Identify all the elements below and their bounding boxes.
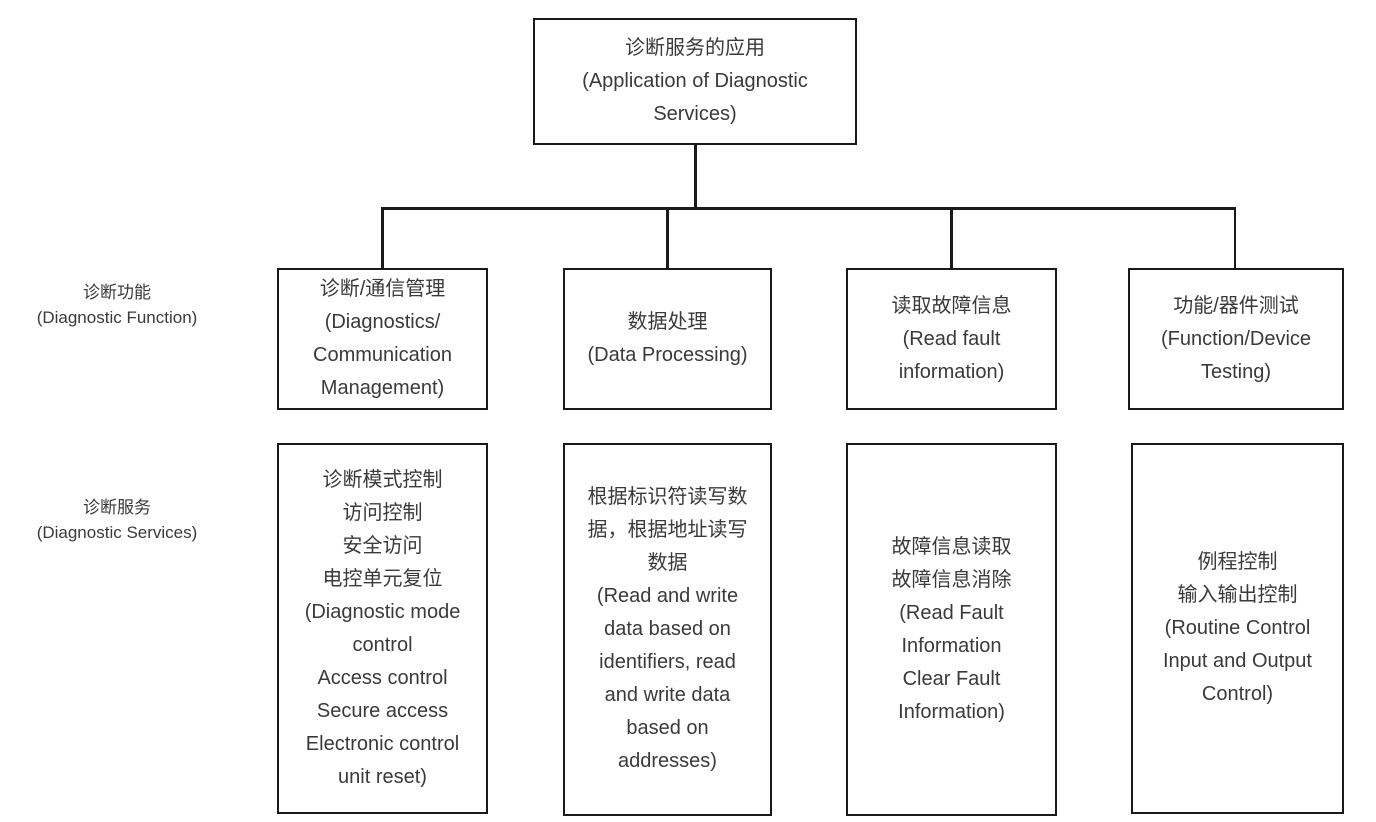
function-node-data-processing: 数据处理 (Data Processing) — [563, 268, 772, 410]
connector-drop-line-3 — [950, 207, 953, 268]
root-node-application-of-diagnostic-services: 诊断服务的应用 (Application of Diagnostic Servi… — [533, 18, 857, 145]
row-label-diagnostic-services: 诊断服务 (Diagnostic Services) — [36, 498, 198, 542]
function-node-read-fault-information: 读取故障信息 (Read fault information) — [846, 268, 1057, 410]
connector-drop-line-1 — [381, 207, 384, 268]
connector-drop-line-4 — [1233, 207, 1236, 268]
row-label-diagnostic-function: 诊断功能 (Diagnostic Function) — [36, 283, 198, 327]
service-node-read-clear-fault-information: 故障信息读取 故障信息消除 (Read Fault Information Cl… — [846, 443, 1057, 816]
service-node-routine-io-control: 例程控制 输入输出控制 (Routine Control Input and O… — [1131, 443, 1344, 814]
connector-horizontal-rail-line — [381, 207, 1236, 210]
service-node-read-write-data: 根据标识符读写数 据，根据地址读写 数据 (Read and write dat… — [563, 443, 772, 816]
connector-root-stem-line — [694, 145, 697, 209]
connector-drop-line-2 — [666, 207, 669, 268]
service-node-mode-access-security-reset: 诊断模式控制 访问控制 安全访问 电控单元复位 (Diagnostic mode… — [277, 443, 488, 814]
function-node-diagnostics-communication-management: 诊断/通信管理 (Diagnostics/ Communication Mana… — [277, 268, 488, 410]
function-node-function-device-testing: 功能/器件测试 (Function/Device Testing) — [1128, 268, 1344, 410]
